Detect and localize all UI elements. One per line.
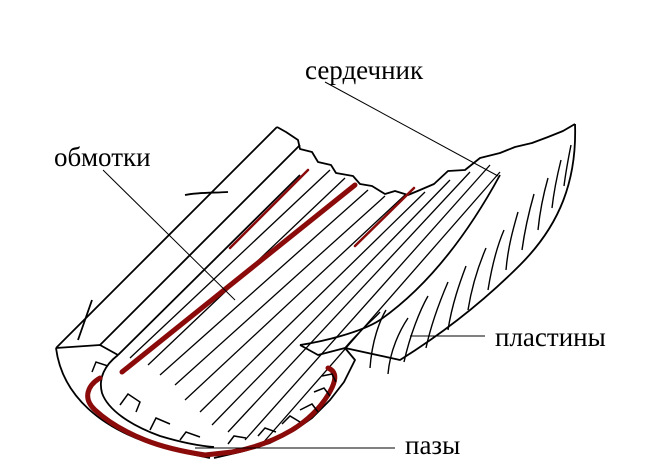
ghost-left-line xyxy=(77,299,93,341)
slot-lines xyxy=(129,164,501,445)
leader-lines xyxy=(102,81,499,449)
label-plates: пластины xyxy=(495,322,606,352)
plate-ribs xyxy=(344,144,572,375)
leader-core xyxy=(324,81,499,177)
right-outer-edge xyxy=(344,123,577,361)
core-outline xyxy=(55,123,577,459)
front-top-face xyxy=(55,344,119,356)
left-outer-edge xyxy=(55,126,278,349)
winding-strip-3 xyxy=(353,186,416,248)
label-slots: пазы xyxy=(405,430,460,460)
left-inner-face-2 xyxy=(99,144,301,346)
front-teeth xyxy=(91,361,337,445)
winding-strip-1 xyxy=(119,182,358,375)
winding-strip-2 xyxy=(228,168,310,250)
leader-windings xyxy=(102,169,236,301)
ghost-curve xyxy=(184,191,229,196)
winding-front-loop xyxy=(85,365,338,458)
label-windings: обмотки xyxy=(54,142,151,172)
label-core: сердечник xyxy=(305,55,424,85)
windings xyxy=(85,168,416,458)
right-inner-edge xyxy=(299,174,501,346)
front-arc-inner xyxy=(100,354,215,448)
broken-top-edge xyxy=(276,123,576,196)
left-inner-face xyxy=(117,174,301,356)
